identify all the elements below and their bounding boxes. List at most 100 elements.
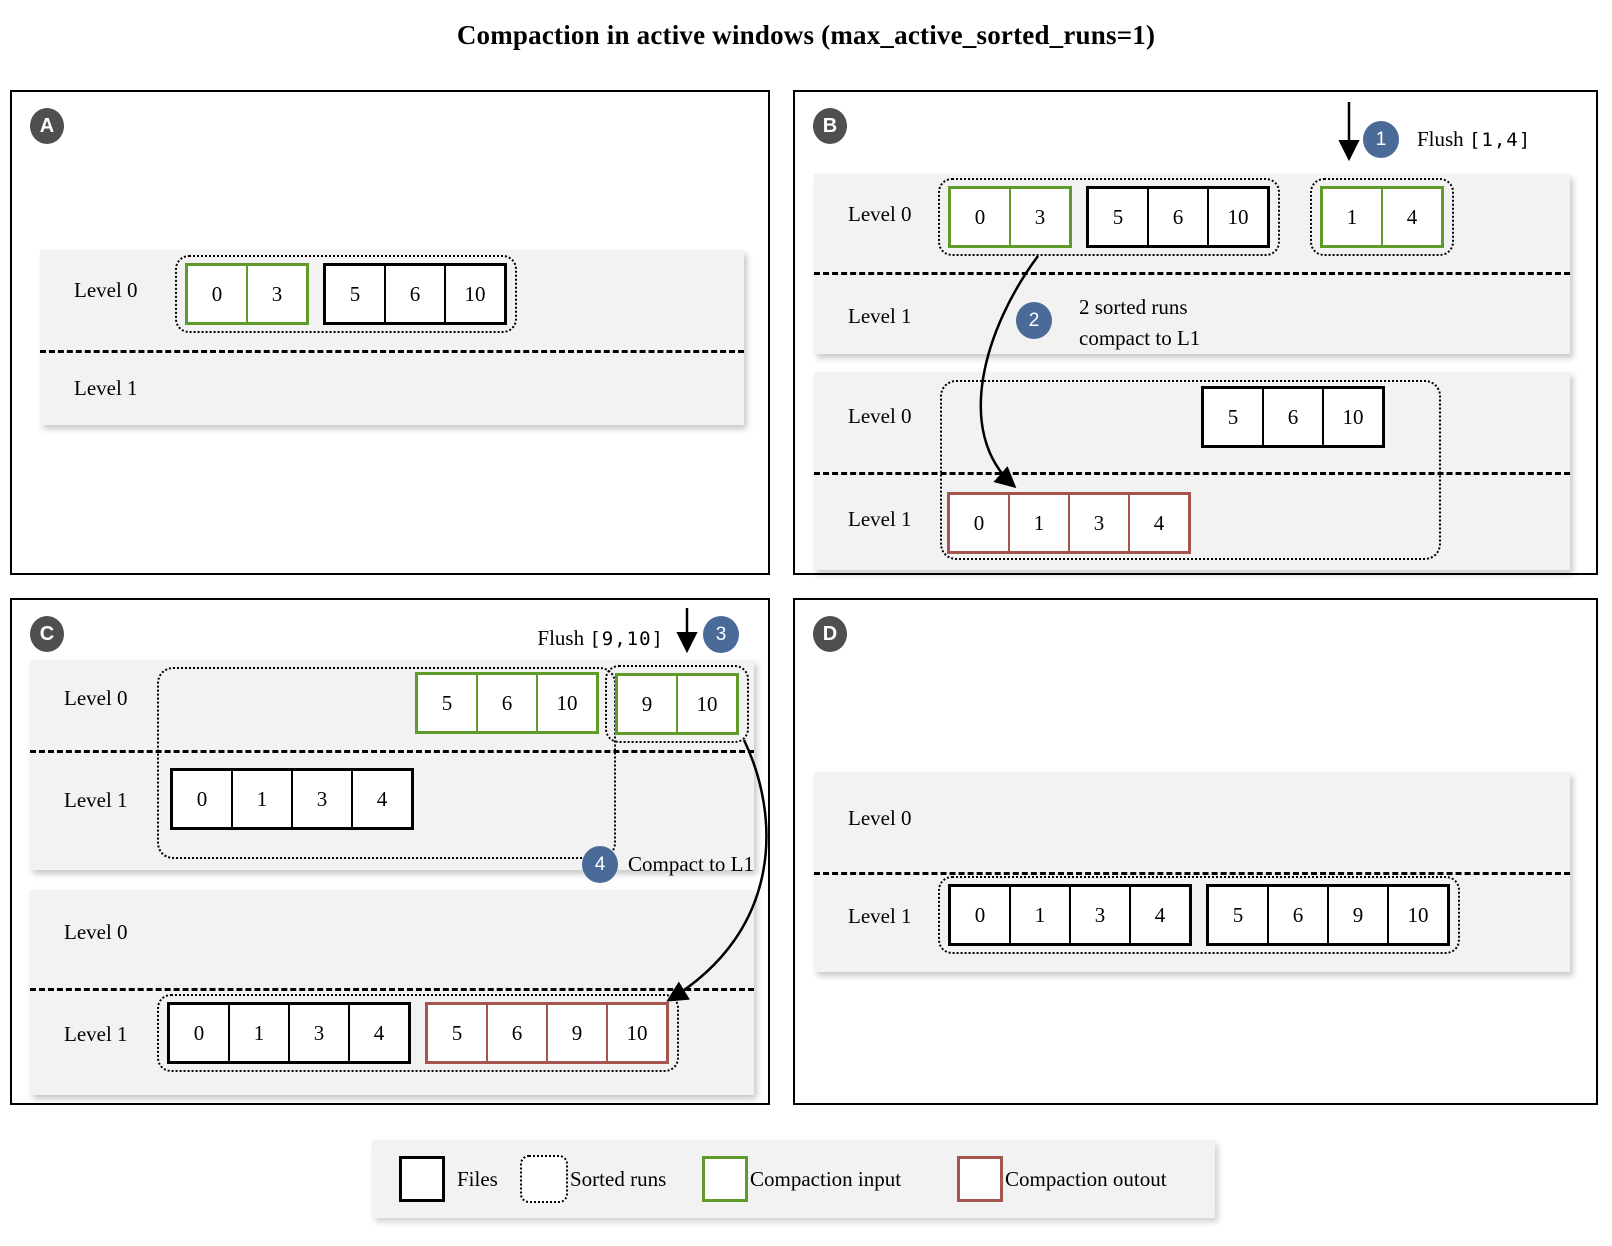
file-compaction-input: 5 6 10 xyxy=(415,672,599,734)
file-cell: 10 xyxy=(676,676,736,732)
file-cell: 10 xyxy=(444,266,504,322)
file-cell: 10 xyxy=(1207,189,1267,245)
legend-label: Compaction input xyxy=(750,1166,902,1191)
file-cell: 6 xyxy=(476,675,536,731)
file-swatch-icon xyxy=(399,1156,445,1202)
sorted-run: 0 3 5 6 10 xyxy=(175,255,517,333)
file-cell: 1 xyxy=(1009,887,1069,943)
step-1-badge: 1 xyxy=(1363,121,1399,158)
file-cell: 10 xyxy=(536,675,596,731)
legend-item-files: Files xyxy=(399,1140,498,1218)
legend-item-sorted-runs: Sorted runs xyxy=(520,1140,666,1218)
level-divider xyxy=(40,350,744,353)
level-divider xyxy=(814,272,1570,275)
legend-label: Sorted runs xyxy=(570,1166,667,1191)
legend-item-compaction-output: Compaction outout xyxy=(957,1140,1167,1218)
file-cell: 0 xyxy=(974,204,986,229)
level-0-label: Level 0 xyxy=(848,202,912,226)
file-black: 5 6 10 xyxy=(323,263,507,325)
sorted-run: 0 3 5 6 10 xyxy=(938,178,1280,256)
lsm-window-before: Level 0 Level 1 5 6 10 9 10 0 1 3 4 xyxy=(30,660,754,870)
file-cell: 5 xyxy=(441,690,453,715)
panel-c: C Flush [9,10] 3 Level 0 Level 1 5 6 10 … xyxy=(10,598,770,1105)
file-cell: 3 xyxy=(246,266,306,322)
flush-range: [9,10] xyxy=(589,628,664,650)
compact-note-line2: compact to L1 xyxy=(1079,326,1201,350)
level-0-label: Level 0 xyxy=(64,920,128,944)
panel-a: A Level 0 Level 1 0 3 5 6 10 xyxy=(10,90,770,575)
flush-note: Flush [9,10] xyxy=(412,626,664,651)
flush-label: Flush xyxy=(1417,127,1464,151)
level-1-label: Level 1 xyxy=(74,376,138,400)
file-cell: 0 xyxy=(196,786,208,811)
file-cell: 6 xyxy=(384,266,444,322)
compaction-input-swatch-icon xyxy=(702,1156,748,1202)
lsm-window-before: Level 0 Level 1 0 3 5 6 10 1 4 2 xyxy=(814,174,1570,354)
file-cell: 1 xyxy=(228,1005,288,1061)
sorted-run: 0 1 3 4 5 6 9 10 xyxy=(157,994,679,1072)
file-cell: 0 xyxy=(974,902,986,927)
file-cell: 6 xyxy=(1267,887,1327,943)
file-compaction-input: 9 10 xyxy=(615,673,739,735)
level-1-label: Level 1 xyxy=(848,904,912,928)
level-1-label: Level 1 xyxy=(64,788,128,812)
sorted-run: 0 1 3 4 5 6 9 10 xyxy=(938,876,1460,954)
lsm-window: Level 0 Level 1 0 3 5 6 10 xyxy=(40,250,744,425)
legend: Files Sorted runs Compaction input Compa… xyxy=(372,1140,1215,1218)
file-cell: 6 xyxy=(1262,389,1322,445)
sorted-run-swatch-icon xyxy=(520,1155,568,1203)
file-cell: 5 xyxy=(1227,404,1239,429)
file-cell: 10 xyxy=(1387,887,1447,943)
level-1-label: Level 1 xyxy=(848,507,912,531)
file-compaction-output: 0 1 3 4 xyxy=(947,492,1191,554)
diagram-title: Compaction in active windows (max_active… xyxy=(456,20,1156,50)
level-1-label: Level 1 xyxy=(64,1022,128,1046)
panel-c-badge: C xyxy=(30,616,64,652)
file-cell: 4 xyxy=(351,771,411,827)
file-cell: 3 xyxy=(291,771,351,827)
level-divider xyxy=(814,872,1570,875)
sorted-run xyxy=(940,380,1441,560)
level-divider xyxy=(814,472,1570,475)
lsm-window-after: Level 0 Level 1 0 1 3 4 5 6 9 10 xyxy=(30,890,754,1095)
file-cell: 1 xyxy=(231,771,291,827)
level-0-label: Level 0 xyxy=(848,404,912,428)
file-black: 0 1 3 4 xyxy=(167,1002,411,1064)
file-cell: 0 xyxy=(973,510,985,535)
file-cell: 5 xyxy=(1112,204,1124,229)
file-black: 5 6 10 xyxy=(1086,186,1270,248)
file-cell: 4 xyxy=(1128,495,1188,551)
flush-label: Flush xyxy=(537,626,585,650)
sorted-run-flushed: 9 10 xyxy=(605,665,749,743)
file-cell: 3 xyxy=(288,1005,348,1061)
file-black: 0 1 3 4 xyxy=(948,884,1192,946)
file-cell: 4 xyxy=(1129,887,1189,943)
file-cell: 3 xyxy=(1069,887,1129,943)
file-cell: 9 xyxy=(641,691,653,716)
level-0-label: Level 0 xyxy=(848,806,912,830)
step-4-badge: 4 xyxy=(582,846,618,883)
compact-note: Compact to L1 xyxy=(628,852,754,876)
level-0-label: Level 0 xyxy=(74,278,138,302)
file-compaction-input: 0 3 xyxy=(948,186,1072,248)
panel-b: B 1 Flush [1,4] Level 0 Level 1 0 3 5 6 … xyxy=(793,90,1598,575)
file-black: 0 1 3 4 xyxy=(170,768,414,830)
sorted-run-flushed: 1 4 xyxy=(1310,178,1454,256)
file-cell: 4 xyxy=(348,1005,408,1061)
file-cell: 9 xyxy=(1327,887,1387,943)
file-cell: 4 xyxy=(1381,189,1441,245)
flush-arrow-icon xyxy=(676,608,698,654)
file-cell: 1 xyxy=(1008,495,1068,551)
level-divider xyxy=(30,988,754,991)
file-cell: 3 xyxy=(1009,189,1069,245)
legend-item-compaction-input: Compaction input xyxy=(702,1140,901,1218)
panel-a-badge: A xyxy=(30,108,64,144)
compaction-output-swatch-icon xyxy=(957,1156,1003,1202)
flush-range: [1,4] xyxy=(1468,129,1532,151)
file-cell: 5 xyxy=(1232,902,1244,927)
compact-note: 2 sorted runs compact to L1 xyxy=(1079,292,1200,354)
step-3-badge: 3 xyxy=(703,616,739,653)
file-compaction-input: 0 3 xyxy=(185,263,309,325)
lsm-window: Level 0 Level 1 0 1 3 4 5 6 9 10 xyxy=(814,772,1570,972)
panel-d-badge: D xyxy=(813,616,847,652)
